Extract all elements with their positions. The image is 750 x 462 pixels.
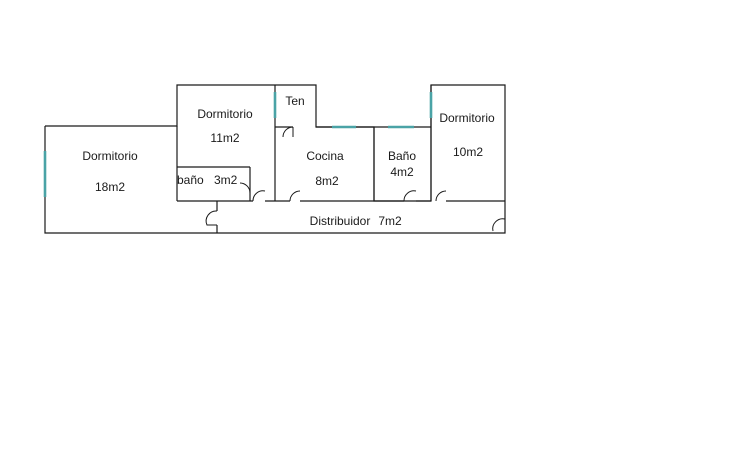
door-entrance xyxy=(492,218,506,232)
room-labels: Dormitorio 18m2 Dormitorio 11m2 baño 3m2… xyxy=(82,94,495,228)
door-cocina xyxy=(289,190,301,202)
room-name-dormitorio-11: Dormitorio xyxy=(197,107,253,121)
room-area-distribuidor: 7m2 xyxy=(378,214,402,228)
door-dormitorio-10 xyxy=(435,190,447,202)
room-name-cocina: Cocina xyxy=(306,149,344,163)
room-area-bano-4: 4m2 xyxy=(390,165,414,179)
doors xyxy=(205,126,506,232)
door-bano-3 xyxy=(239,182,251,194)
room-name-distribuidor: Distribuidor xyxy=(310,214,371,228)
door-bano-4 xyxy=(403,190,417,202)
room-area-dormitorio-10: 10m2 xyxy=(453,145,483,159)
room-name-bano-3: baño xyxy=(177,173,204,187)
room-name-ten: Ten xyxy=(285,94,304,108)
room-area-dormitorio-18: 18m2 xyxy=(95,180,125,194)
door-ten xyxy=(282,126,294,138)
room-area-cocina: 8m2 xyxy=(315,174,339,188)
room-name-bano-4: Baño xyxy=(388,149,416,163)
door-dormitorio-11 xyxy=(252,190,266,202)
room-name-dormitorio-18: Dormitorio xyxy=(82,149,138,163)
door-dormitorio-18 xyxy=(205,210,218,226)
room-name-dormitorio-10: Dormitorio xyxy=(439,111,495,125)
room-area-dormitorio-11: 11m2 xyxy=(210,131,239,145)
room-area-bano-3: 3m2 xyxy=(214,173,238,187)
windows xyxy=(43,92,433,197)
